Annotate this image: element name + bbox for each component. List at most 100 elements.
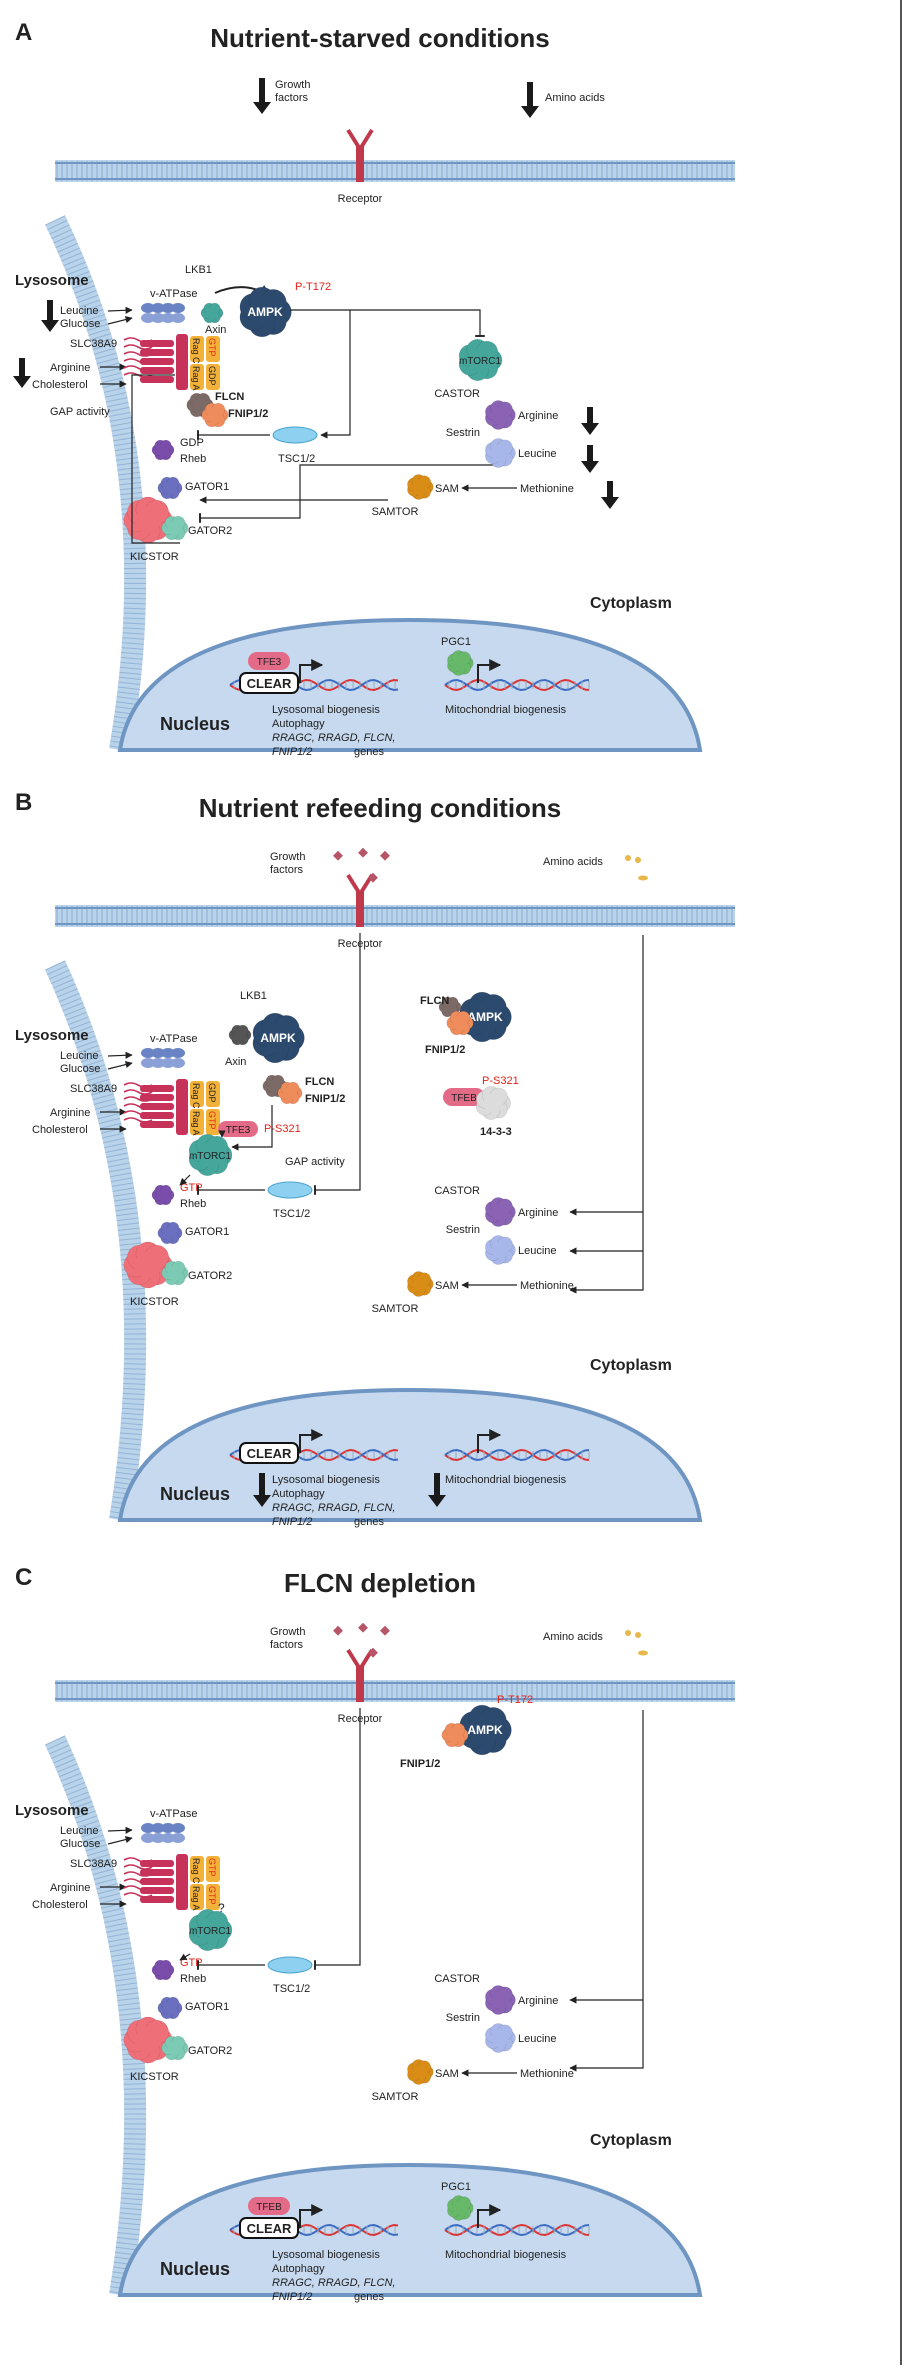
- rag-c-nuc-box: [206, 336, 220, 362]
- kicstor-label: KICSTOR: [130, 2071, 179, 2083]
- growth-factor-ligand: [358, 847, 368, 858]
- protein-core: [206, 307, 218, 319]
- ragulator-bar: [176, 334, 188, 390]
- ragulator-subunit: [140, 376, 174, 383]
- protein-core: [412, 479, 428, 495]
- v-atpase-subunit: [151, 1833, 165, 1843]
- rag-a-box: [190, 1884, 204, 1910]
- rag-a-box: [190, 364, 204, 390]
- plasma-membrane: [55, 1680, 735, 1702]
- dna-strand-blue: [444, 679, 590, 691]
- samtor-label: SAMTOR: [372, 506, 419, 518]
- kicstor-protein: [123, 2016, 173, 2064]
- v-atpase-complex: [141, 1048, 185, 1068]
- rag-c-label: Rag C: [191, 338, 201, 364]
- amino-acid-to-leucine: [569, 1710, 644, 2072]
- kicstor-protein: [123, 496, 173, 544]
- genes-suffix-label: genes: [354, 2291, 384, 2303]
- ragulator-subunit: [140, 1860, 174, 1867]
- v-atpase-subunit: [151, 303, 165, 313]
- uncertain-mark: ?: [218, 1901, 225, 1915]
- arrow-head: [13, 376, 31, 388]
- ragulator-subunit: [140, 1869, 174, 1876]
- sestrin-label: Sestrin: [446, 1224, 480, 1236]
- gap-activity-label: GAP activity: [50, 406, 110, 418]
- arginine-decrease-icon: [13, 358, 31, 388]
- membrane-band: [55, 1680, 735, 1702]
- ampk-label: AMPK: [247, 305, 283, 319]
- slc38a9-label: SLC38A9: [70, 1083, 117, 1095]
- lysosome-label: Lysosome: [15, 1027, 89, 1044]
- gator2-protein: [161, 2035, 189, 2061]
- protein-core: [452, 655, 468, 671]
- ragulator-subunit: [140, 1103, 174, 1110]
- ragulator-subunit: [140, 1085, 174, 1092]
- cytoplasm-arginine-label: Arginine: [518, 1995, 558, 2007]
- protein-core: [470, 1002, 500, 1032]
- samtor-protein: [407, 474, 434, 500]
- mtorc1-label: mTORC1: [189, 1151, 231, 1162]
- autophagy-label: Autophagy: [272, 2263, 325, 2275]
- lysosome-label: Lysosome: [15, 1802, 89, 1819]
- flcn-gap-arrow: [231, 1105, 273, 1151]
- protein-core: [163, 2001, 177, 2015]
- gator1-label: GATOR1: [185, 2001, 229, 2013]
- panel-title: Nutrient-starved conditions: [210, 23, 549, 53]
- lysosome-band: [45, 1735, 147, 2297]
- protein-core: [134, 506, 162, 534]
- castor-inhibits-gator2: [199, 464, 495, 523]
- sam-label: SAM: [435, 483, 459, 495]
- growth-factor-ligand: [380, 1625, 390, 1636]
- castor-protein: [485, 400, 516, 430]
- rag-c-nuc-box: [206, 1856, 220, 1882]
- clear-transcription-arrow: [299, 2204, 324, 2228]
- v-atpase-subunit: [141, 303, 155, 313]
- sam-label: SAM: [435, 2068, 459, 2080]
- rag-c-nucleotide: GTP: [207, 1858, 217, 1877]
- glucose-arrow: [107, 1836, 133, 1845]
- free-fnip-label: FNIP1/2: [425, 1044, 465, 1056]
- arrow-head: [253, 1495, 271, 1507]
- ragulator-subunit: [140, 1094, 174, 1101]
- ampk-protein: [252, 1012, 305, 1064]
- leucine-label: Leucine: [60, 305, 99, 317]
- growth-factor-ligand: [358, 1622, 368, 1633]
- v-atpase-subunit: [141, 1833, 155, 1843]
- ampk-label: AMPK: [260, 1031, 296, 1045]
- amino-acid-particle: [635, 857, 641, 863]
- rheb-label: Rheb: [180, 1198, 206, 1210]
- tsc-label: TSC1/2: [273, 1208, 310, 1220]
- protein-core: [157, 444, 169, 456]
- tfe3-label: TFE3: [226, 1125, 251, 1136]
- axin-protein: [228, 1024, 252, 1046]
- free-flcn-label: FLCN: [420, 995, 449, 1007]
- sestrin-label: Sestrin: [446, 2012, 480, 2024]
- gator1-label: GATOR1: [185, 1226, 229, 1238]
- arginine-decrease-icon: [581, 407, 599, 435]
- clear-label: CLEAR: [247, 2221, 292, 2236]
- free-fnip-protein: [446, 1010, 474, 1036]
- rheb-protein: [151, 439, 175, 461]
- lysosome-band: [45, 215, 147, 752]
- arrow-shaft: [47, 300, 53, 322]
- ragulator-subunit: [140, 1896, 174, 1903]
- methionine-label: Methionine: [520, 483, 574, 495]
- ragulator-subunit: [140, 340, 174, 347]
- glucose-arrow: [107, 316, 133, 325]
- v-atpase-complex: [141, 303, 185, 323]
- rheb-protein: [151, 1184, 175, 1206]
- castor-label: CASTOR: [434, 1185, 480, 1197]
- free-ampk-label: AMPK: [467, 1723, 503, 1737]
- target-genes-label: RRAGC, RRAGD, FLCN,FNIP1/2: [272, 1502, 395, 1528]
- arrow-shaft: [607, 481, 613, 499]
- protein-core: [468, 348, 492, 372]
- rag-c-nuc-box: [206, 1081, 220, 1107]
- gator2-protein: [161, 515, 189, 541]
- protein-core: [163, 1226, 177, 1240]
- leucine-arrow: [107, 306, 133, 314]
- gator2-label: GATOR2: [188, 1270, 232, 1282]
